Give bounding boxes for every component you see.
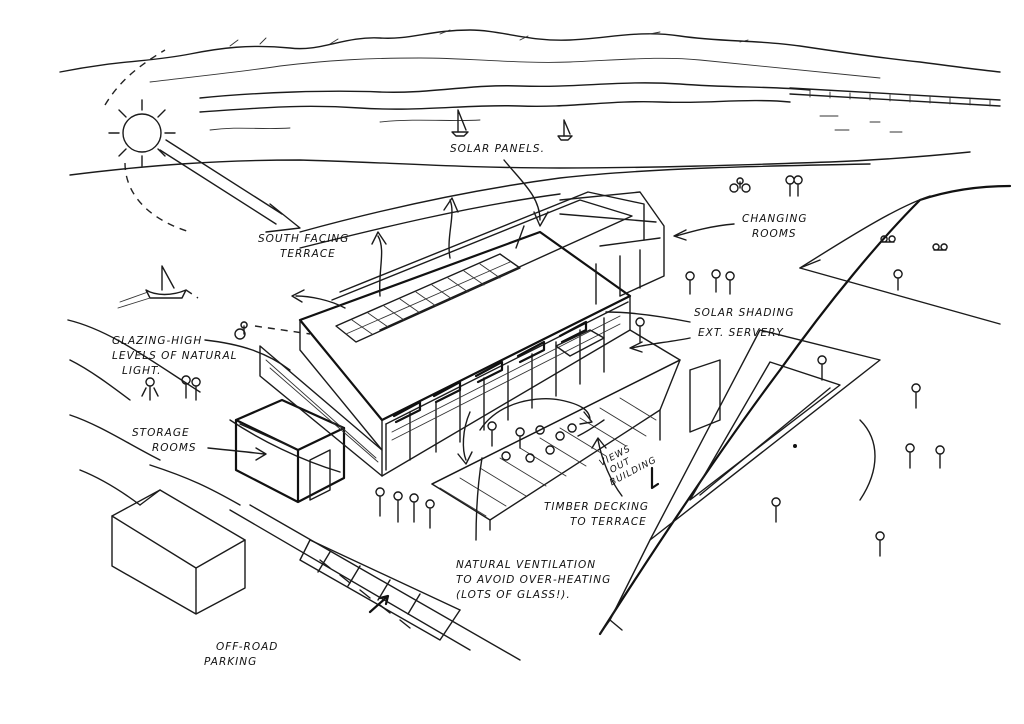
label-ext-servery: EXT. SERVERY [698,327,784,339]
label-changing-rooms-line1: CHANGING [742,213,808,225]
football-pitch [598,184,1012,636]
coastline [67,151,971,506]
coastal-road [299,163,871,233]
label-south-facing-line1: SOUTH FACING [258,233,350,245]
label-parking-line1: OFF-ROAD [216,641,279,653]
sailboats [117,109,573,309]
people-figures [141,175,948,557]
label-changing-rooms: CHANGING ROOMS [742,212,808,242]
label-timber-line1: TIMBER DECKING [544,501,650,513]
label-glazing-line1: GLAZING-HIGH [112,335,203,347]
fence-post [650,466,660,490]
goal-frame [689,359,721,433]
label-ventilation-line1: NATURAL VENTILATION [456,559,597,571]
sun-path-dashed-top [104,49,166,106]
label-parking-line2: PARKING [204,656,258,668]
dashed-coast-marker [185,289,199,299]
label-south-facing-terrace: SOUTH FACING TERRACE [258,232,349,262]
label-storage-rooms: STORAGE ROOMS [132,426,197,456]
sun-path-dashed [124,162,191,233]
label-natural-ventilation: NATURAL VENTILATION TO AVOID OVER-HEATIN… [456,558,611,603]
sun-icon [108,99,176,167]
main-building [259,191,681,485]
far-shoreline [199,82,1001,133]
coastal-road-edge [299,193,561,249]
outbuilding [111,489,246,615]
label-glazing-line2: LEVELS OF NATURAL [112,350,238,362]
label-glazing-line3: LIGHT. [122,365,162,377]
label-glazing: GLAZING-HIGH LEVELS OF NATURAL LIGHT. [112,334,238,379]
parking-bays [229,504,521,661]
label-solar-panels: SOLAR PANELS. [450,143,545,155]
label-solar-shading: SOLAR SHADING [694,307,795,319]
distant-hills [59,29,1001,83]
label-south-facing-line2: TERRACE [280,248,336,260]
label-off-road-parking: OFF-ROAD PARKING [204,640,278,670]
label-ventilation-line2: TO AVOID OVER-HEATING [456,574,612,586]
label-changing-rooms-line2: ROOMS [752,228,797,240]
label-storage-line2: ROOMS [152,442,197,454]
dashed-route [254,325,311,335]
timber-deck [431,359,681,531]
label-ventilation-line3: (LOTS OF GLASS!). [456,589,571,601]
label-storage-line1: STORAGE [132,427,190,439]
label-timber-decking: TIMBER DECKING TO TERRACE [544,500,649,530]
label-timber-line2: TO TERRACE [570,516,647,528]
leader-lines [204,159,735,541]
sun-ray-arrow [159,139,301,233]
ventilation-arrows [291,197,593,465]
